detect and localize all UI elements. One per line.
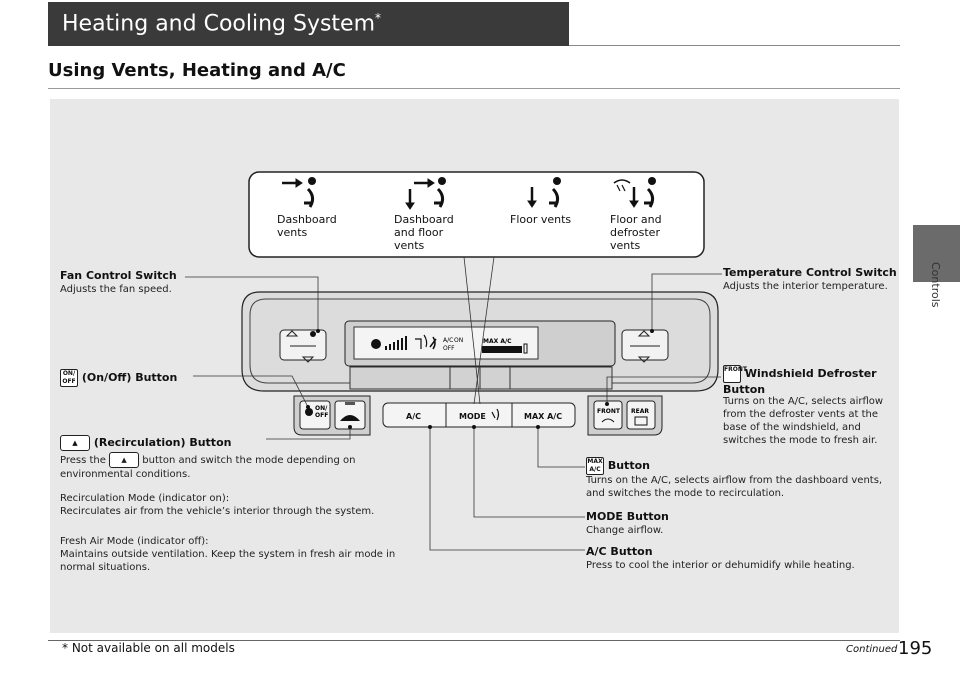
- on-off-callout: ON/OFF (On/Off) Button: [60, 369, 177, 387]
- side-tab: [913, 225, 960, 282]
- on-off-icon: ON/OFF: [60, 369, 78, 387]
- mode-panel-button-label: MODE: [459, 412, 486, 421]
- svg-text:MAX A/C: MAX A/C: [483, 338, 512, 345]
- display-vent-icon: [429, 336, 437, 350]
- side-tab-label: Controls: [929, 262, 942, 308]
- recirculation-icon: ▲: [60, 435, 90, 451]
- floor-defroster-vents-icon: [613, 177, 656, 208]
- center-button-bar: [382, 402, 576, 428]
- max-ac-panel-button-label: MAX A/C: [524, 412, 562, 421]
- windshield-desc: Turns on the A/C, selects airflow from t…: [723, 396, 884, 446]
- page-title: Heating and Cooling System*: [62, 11, 382, 37]
- fan-control-title: Fan Control Switch: [60, 269, 177, 282]
- front-defrost-panel-button: [593, 400, 623, 430]
- rear-defrost-panel-button: [626, 400, 656, 430]
- display-fan-icon: [371, 339, 381, 349]
- leader-dots: [306, 329, 654, 429]
- vent-label-dashboard-floor: Dashboard and floor vents: [394, 213, 454, 252]
- fresh-mode-title: Fresh Air Mode (indicator off):: [60, 536, 209, 547]
- console-inner-outline: [249, 298, 711, 384]
- ac-title: A/C Button: [586, 545, 653, 558]
- max-ac-desc: Turns on the A/C, selects airflow from t…: [586, 475, 883, 499]
- vent-mode-box: [248, 171, 705, 258]
- fan-rocker: [279, 329, 327, 361]
- ac-panel-button-label: A/C: [406, 412, 421, 421]
- temperature-desc: Adjusts the interior temperature.: [723, 281, 888, 292]
- temperature-bars: [482, 343, 528, 354]
- svg-text:ON/: ON/: [315, 405, 328, 412]
- fresh-mode-desc: Maintains outside ventilation. Keep the …: [60, 549, 396, 573]
- fan-level-bars: [385, 336, 407, 350]
- recirculation-callout: ▲ (Recirculation) Button: [60, 435, 231, 451]
- recirculation-desc: Press the ▲ button and switch the mode d…: [60, 452, 400, 481]
- svg-text:REAR: REAR: [631, 408, 649, 415]
- recirculation-inline-icon: ▲: [109, 452, 140, 468]
- heading-rule: [48, 88, 900, 89]
- windshield-defroster-icon: FRONT: [723, 365, 747, 383]
- ac-desc: Press to cool the interior or dehumidify…: [586, 560, 855, 571]
- dashboard-vents-icon: [282, 177, 316, 208]
- svg-text:OFF: OFF: [443, 345, 455, 352]
- footer-rule: [48, 640, 900, 641]
- section-heading: Using Vents, Heating and A/C: [48, 60, 346, 81]
- footnote: * Not available on all models: [62, 641, 235, 655]
- temperature-title: Temperature Control Switch: [723, 266, 897, 279]
- recirc-mode-desc: Recirculates air from the vehicle’s inte…: [60, 506, 375, 517]
- lower-display-slot: [349, 366, 613, 390]
- recirc-mode-title: Recirculation Mode (indicator on):: [60, 493, 230, 504]
- title-rule: [569, 45, 900, 46]
- floor-vents-icon: [527, 177, 561, 208]
- mode-desc: Change airflow.: [586, 525, 664, 536]
- page-number: 195: [898, 638, 933, 659]
- title-bar: Heating and Cooling System*: [48, 2, 569, 46]
- svg-text:A/C: A/C: [443, 337, 453, 344]
- vent-label-floor-defroster: Floor and defroster vents: [610, 213, 662, 252]
- svg-text:FRONT: FRONT: [597, 408, 621, 415]
- mode-title: MODE Button: [586, 510, 669, 523]
- display-screen: [353, 326, 539, 360]
- leader-lines: [185, 256, 722, 551]
- svg-text:ON: ON: [454, 337, 463, 344]
- climate-diagram: A/C ON OFF MAX A/C ON/ OFF A/C MOD: [50, 99, 899, 633]
- climate-panel-drawing: A/C ON OFF MAX A/C ON/ OFF A/C MOD: [185, 171, 722, 551]
- fan-control-desc: Adjusts the fan speed.: [60, 284, 172, 295]
- continued-label: Continued: [846, 644, 898, 655]
- svg-text:OFF: OFF: [315, 412, 328, 419]
- temperature-rocker: [621, 329, 669, 361]
- vent-label-dashboard: Dashboard vents: [277, 213, 337, 239]
- dashboard-floor-vents-icon: [405, 177, 446, 210]
- vent-label-floor: Floor vents: [510, 213, 572, 226]
- display-defrost-icon: [415, 334, 428, 349]
